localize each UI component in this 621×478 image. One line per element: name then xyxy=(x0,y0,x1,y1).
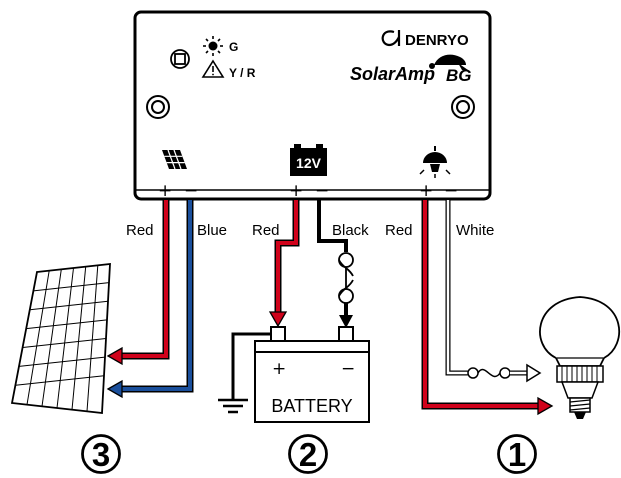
battery-minus-terminal-sign: − xyxy=(341,359,355,379)
warning-indicator-icon xyxy=(201,59,225,78)
solar-negative-wire-label: Blue xyxy=(197,222,227,239)
sun-indicator-icon xyxy=(203,36,223,56)
product-name: SolarAmp xyxy=(350,64,435,84)
turtle-logo-icon xyxy=(429,54,468,70)
svg-text:1: 1 xyxy=(508,436,526,473)
battery-minus-sign: − xyxy=(315,181,329,201)
battery-plus-terminal-sign: + xyxy=(272,359,286,379)
status-led-icon xyxy=(170,49,190,69)
mount-hole-right xyxy=(451,95,475,119)
charge-controller: G Y / R DENRYO SolarAmp BG xyxy=(133,10,492,201)
product-suffix: BG xyxy=(446,66,472,85)
battery-terminal-icon xyxy=(290,144,327,176)
solar-panel-terminal-icon xyxy=(162,149,187,170)
load-negative-wire xyxy=(445,200,542,383)
battery-negative-wire-label: Black xyxy=(332,222,369,239)
callout-battery: 2 xyxy=(288,434,328,474)
solar-negative-wire xyxy=(106,200,194,399)
battery-voltage-label: 12V xyxy=(296,155,322,171)
battery-plus-sign: + xyxy=(289,181,303,201)
solar-plus-sign: + xyxy=(158,181,172,201)
load-positive-wire-label: Red xyxy=(385,222,413,239)
denryo-logo-icon xyxy=(381,30,401,47)
solar-minus-sign: − xyxy=(184,181,198,201)
callout-load: 1 xyxy=(497,434,537,474)
battery-label: BATTERY xyxy=(271,396,352,416)
load-negative-wire-label: White xyxy=(456,222,494,239)
svg-text:3: 3 xyxy=(92,436,110,473)
ground-icon xyxy=(218,332,271,414)
led-green-label: G xyxy=(229,40,238,54)
led-warn-label: Y / R xyxy=(229,66,256,80)
svg-text:2: 2 xyxy=(299,436,317,473)
battery-positive-wire xyxy=(268,200,300,328)
load-fuse-icon xyxy=(467,367,511,379)
solar-positive-wire xyxy=(106,200,170,366)
load-plus-sign: + xyxy=(419,181,433,201)
battery-fuse-icon xyxy=(338,252,354,304)
load-minus-sign: − xyxy=(444,181,458,201)
callout-solar: 3 xyxy=(81,434,121,474)
solar-panel-icon xyxy=(10,262,111,414)
lamp-terminal-icon xyxy=(419,146,451,178)
led-bulb-icon xyxy=(539,296,620,419)
battery-icon: + − BATTERY xyxy=(254,326,370,423)
mount-hole-left xyxy=(146,95,170,119)
load-positive-wire xyxy=(421,200,554,416)
battery-positive-wire-label: Red xyxy=(252,222,280,239)
battery-negative-wire xyxy=(317,200,354,328)
brand-name: DENRYO xyxy=(405,32,469,49)
solar-positive-wire-label: Red xyxy=(126,222,154,239)
